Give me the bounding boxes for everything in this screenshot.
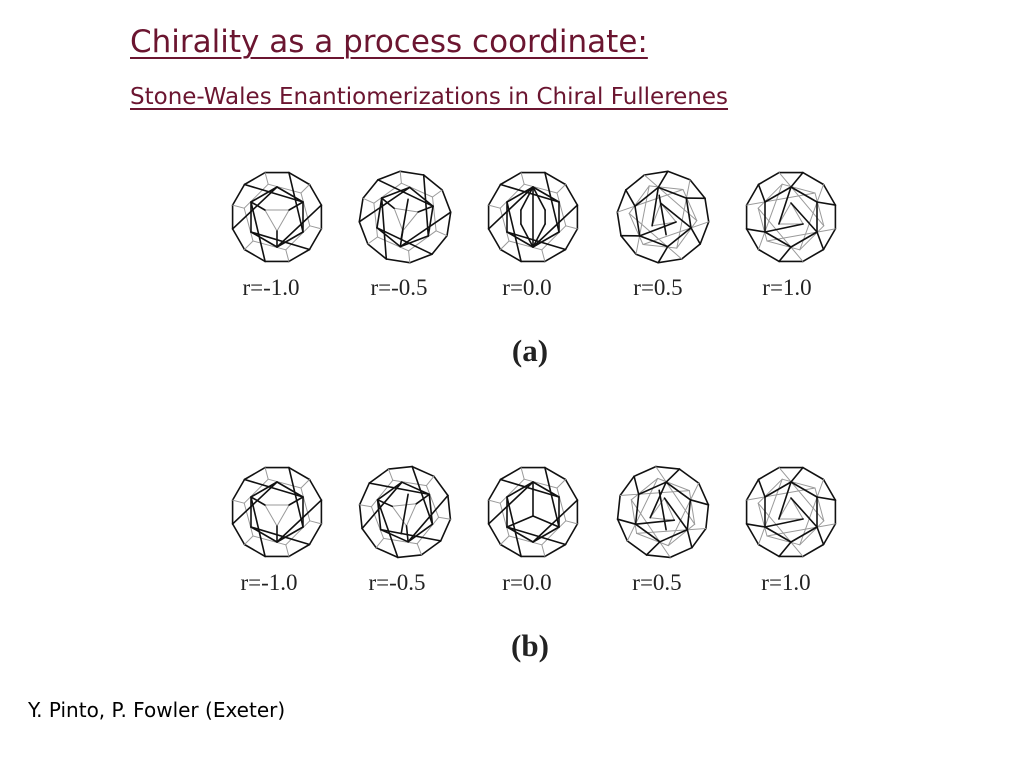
fullerene-cage-b3	[478, 460, 588, 565]
slide-title: Chirality as a process coordinate:	[130, 24, 648, 60]
fullerene-drawing	[358, 170, 452, 264]
r-label-b1: r=-1.0	[240, 570, 298, 595]
fullerene-drawing	[616, 170, 710, 264]
panel-label-a: (a)	[511, 333, 549, 368]
slide-subtitle: Stone-Wales Enantiomerizations in Chiral…	[130, 84, 729, 110]
fullerene-cage-a1	[222, 165, 332, 270]
r-label-b5: r=1.0	[761, 570, 811, 595]
r-label-a4: r=0.5	[633, 275, 683, 300]
fullerene-cage-a2	[350, 165, 460, 270]
cage-row-a	[200, 165, 860, 275]
fullerene-drawing	[358, 465, 452, 559]
r-label-b3: r=0.0	[502, 570, 552, 595]
fullerene-drawing	[616, 465, 710, 559]
r-label-b4: r=0.5	[632, 570, 682, 595]
fullerene-cage-a5	[736, 165, 846, 270]
fullerene-cage-b2	[350, 460, 460, 565]
fullerene-cage-b5	[736, 460, 846, 565]
panel-label-b: (b)	[511, 628, 549, 663]
fullerene-cage-b4	[608, 460, 718, 565]
fullerene-drawing	[745, 466, 837, 558]
author-credit: Y. Pinto, P. Fowler (Exeter)	[28, 698, 286, 722]
fullerene-drawing	[231, 171, 323, 263]
r-label-b2: r=-0.5	[368, 570, 426, 595]
fullerene-drawing	[231, 466, 323, 558]
cage-row-b	[200, 460, 860, 570]
panel-b: r=-1.0 r=-0.5 r=0.0 r=0.5 r=1.0 (b)	[200, 460, 860, 675]
r-label-a2: r=-0.5	[370, 275, 428, 300]
fullerene-drawing	[745, 171, 837, 263]
fullerene-cage-b1	[222, 460, 332, 565]
r-label-a5: r=1.0	[762, 275, 812, 300]
fullerene-cage-a3	[478, 165, 588, 270]
fullerene-drawing	[487, 466, 579, 558]
r-label-a3: r=0.0	[502, 275, 552, 300]
fullerene-drawing	[487, 171, 579, 263]
panel-a: r=-1.0 r=-0.5 r=0.0 r=0.5 r=1.0 (a)	[200, 165, 860, 380]
r-label-a1: r=-1.0	[242, 275, 300, 300]
fullerene-cage-a4	[608, 165, 718, 270]
